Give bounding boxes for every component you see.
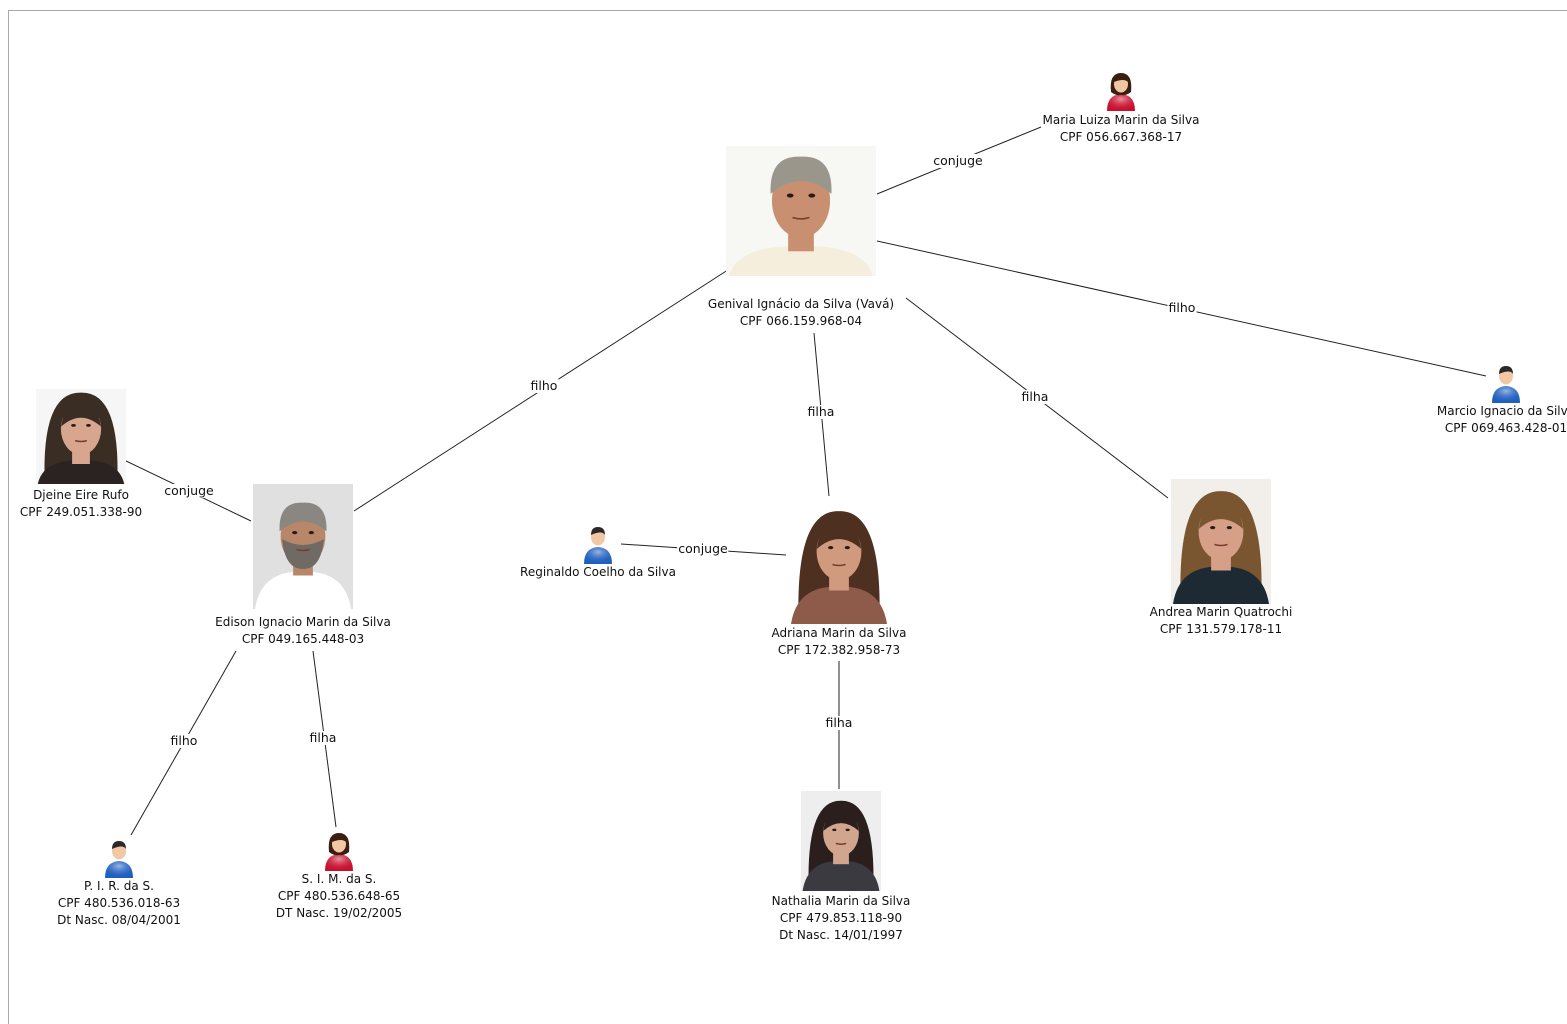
edge-label-genival-andrea: filha [1020, 389, 1050, 404]
person-detail: Dt Nasc. 08/04/2001 [57, 913, 181, 927]
male-user-icon[interactable] [1489, 362, 1523, 408]
person-name: Andrea Marin Quatrochi [1149, 605, 1293, 619]
edge-label-adriana-nathalia: filha [824, 715, 854, 730]
edge-label-genival-marcio: filho [1167, 300, 1197, 315]
person-detail: Dt Nasc. 14/01/1997 [779, 928, 903, 942]
person-name: Marcio Ignacio da Silva [1436, 404, 1567, 418]
male-user-icon[interactable] [102, 837, 136, 883]
male-user-icon[interactable] [581, 523, 615, 569]
portrait-photo[interactable] [253, 483, 353, 613]
person-detail: CPF 480.536.648-65 [277, 889, 401, 903]
person-detail: CPF 069.463.428-01 [1444, 421, 1567, 435]
person-detail: CPF 249.051.338-90 [19, 505, 143, 519]
edge-label-edison-sim: filha [308, 730, 338, 745]
edge-label-genival-edison: filho [529, 378, 559, 393]
person-detail: CPF 056.667.368-17 [1059, 130, 1183, 144]
edge-label-genival-adriana: filha [806, 404, 836, 419]
person-name: S. I. M. da S. [301, 872, 377, 886]
node-label: S. I. M. da S. CPF 480.536.648-65 DT Nasc.… [276, 871, 402, 922]
person-name: P. I. R. da S. [84, 879, 154, 893]
portrait-photo[interactable] [1171, 478, 1271, 608]
person-name: Reginaldo Coelho da Silva [520, 565, 676, 579]
node-label: Reginaldo Coelho da Silva [520, 564, 676, 581]
relationship-graph-canvas: Genival Ignácio da Silva (Vavá) CPF 066.1… [8, 10, 1567, 1024]
portrait-photo[interactable] [36, 388, 126, 488]
person-detail: CPF 131.579.178-11 [1159, 622, 1283, 636]
portrait-photo[interactable] [789, 498, 889, 628]
portrait-photo[interactable] [726, 146, 876, 280]
female-user-icon[interactable] [322, 830, 356, 876]
person-name: Edison Ignacio Marin da Silva [215, 615, 391, 629]
person-name: Maria Luiza Marin da Silva [1042, 113, 1200, 127]
edge-label-reginaldo-adriana: conjuge [677, 541, 729, 556]
edge-label-genival-maria: conjuge [932, 153, 984, 168]
person-name: Genival Ignácio da Silva (Vavá) [707, 297, 895, 311]
portrait-photo[interactable] [801, 791, 881, 895]
person-name: Nathalia Marin da Silva [771, 894, 911, 908]
edge-label-edison-pir: filho [169, 733, 199, 748]
person-detail: CPF 480.536.018-63 [57, 896, 181, 910]
edge-label-djeine-edison: conjuge [163, 483, 215, 498]
person-detail: CPF 066.159.968-04 [739, 314, 863, 328]
female-user-icon[interactable] [1104, 70, 1138, 116]
person-name: Djeine Eire Rufo [33, 488, 129, 502]
person-detail: CPF 172.382.958-73 [777, 643, 901, 657]
node-label: P. I. R. da S. CPF 480.536.018-63 Dt Nasc.… [57, 878, 181, 929]
person-detail: CPF 049.165.448-03 [241, 632, 365, 646]
node-label: Genival Ignácio da Silva (Vavá) CPF 066.1… [708, 296, 894, 330]
person-detail: DT Nasc. 19/02/2005 [275, 906, 403, 920]
person-detail: CPF 479.853.118-90 [779, 911, 903, 925]
person-name: Adriana Marin da Silva [771, 626, 907, 640]
